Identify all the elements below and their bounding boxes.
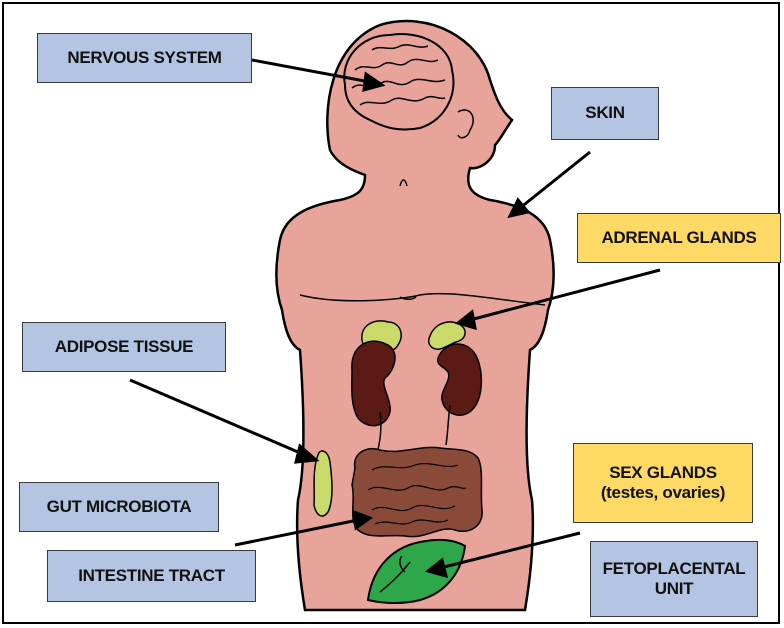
label-fetoplacental-line2: UNIT	[655, 579, 693, 599]
label-sex-glands: SEX GLANDS (testes, ovaries)	[573, 443, 753, 523]
arrow-skin	[520, 152, 590, 208]
label-intestine-tract-text: INTESTINE TRACT	[78, 566, 225, 586]
label-nervous-system: NERVOUS SYSTEM	[37, 33, 252, 83]
label-sex-glands-line1: SEX GLANDS	[609, 463, 717, 483]
label-fetoplacental-unit: FETOPLACENTAL UNIT	[590, 541, 758, 617]
intestine-tract-icon	[352, 447, 482, 536]
label-adrenal-glands: ADRENAL GLANDS	[577, 213, 781, 263]
label-gut-microbiota-text: GUT MICROBIOTA	[47, 497, 192, 517]
label-skin: SKIN	[551, 87, 659, 140]
label-nervous-system-text: NERVOUS SYSTEM	[67, 48, 221, 68]
label-sex-glands-line2: (testes, ovaries)	[601, 483, 725, 503]
label-fetoplacental-line1: FETOPLACENTAL	[603, 559, 746, 579]
brain-icon	[344, 34, 453, 130]
label-intestine-tract: INTESTINE TRACT	[47, 550, 256, 602]
label-skin-text: SKIN	[585, 103, 624, 123]
arrow-adipose	[130, 380, 305, 455]
label-adrenal-glands-text: ADRENAL GLANDS	[601, 228, 756, 248]
label-adipose-tissue-text: ADIPOSE TISSUE	[55, 337, 193, 357]
label-adipose-tissue: ADIPOSE TISSUE	[22, 322, 226, 372]
label-gut-microbiota: GUT MICROBIOTA	[19, 482, 219, 532]
